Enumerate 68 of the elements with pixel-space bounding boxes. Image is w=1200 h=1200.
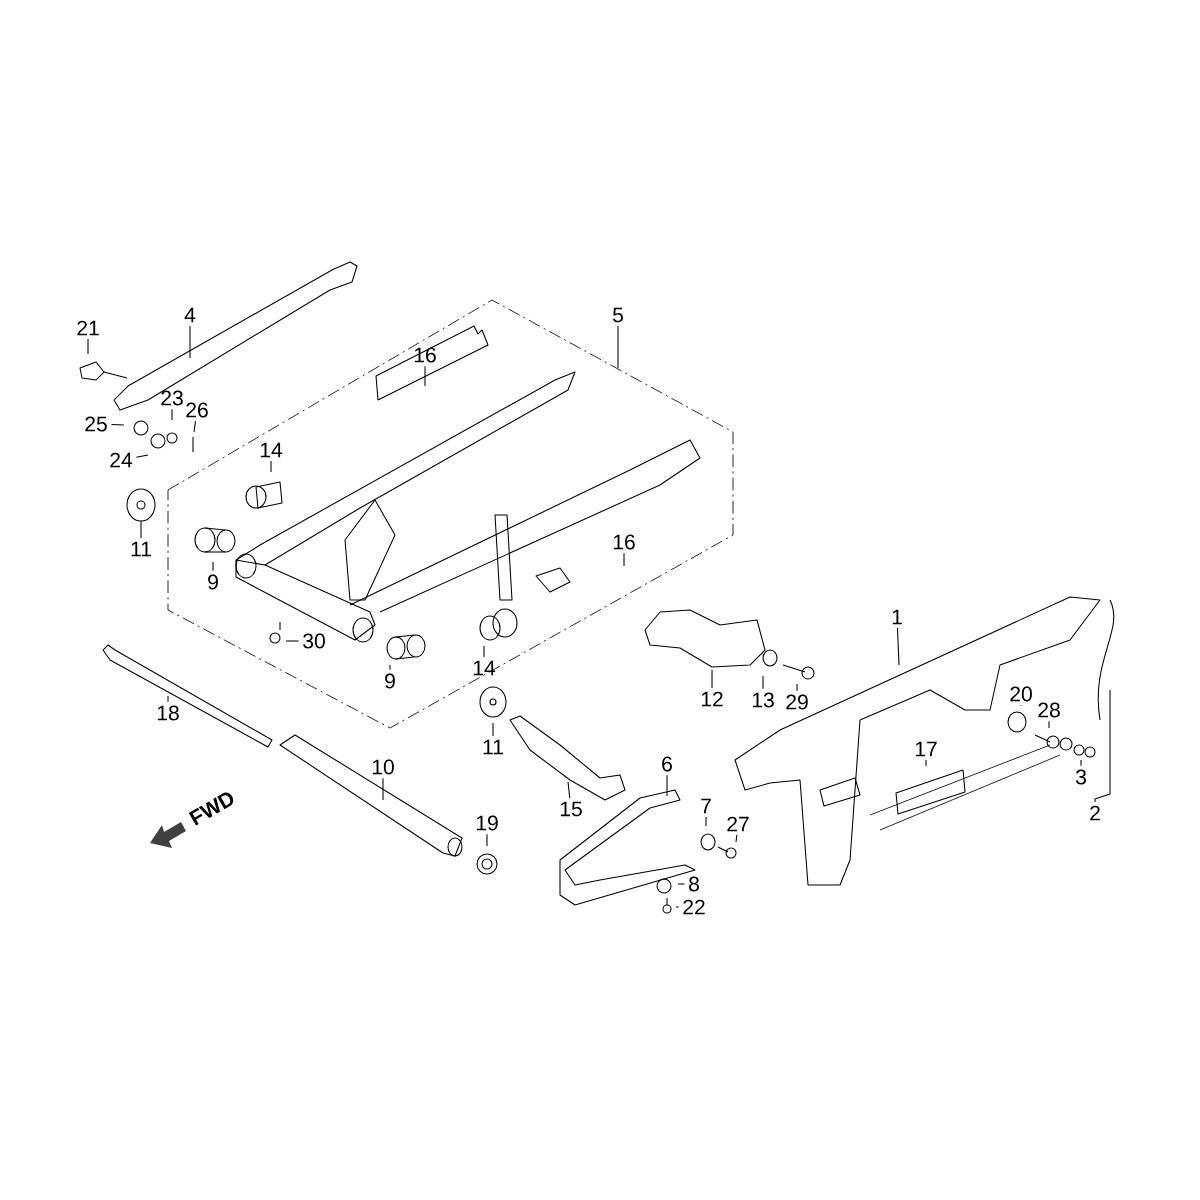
- callout-number: 28: [1038, 702, 1060, 718]
- leader-line: [623, 552, 625, 567]
- leader-line: [925, 759, 927, 767]
- callout-number: 1: [892, 609, 902, 625]
- callout-number: 13: [752, 692, 774, 708]
- callout-number: 2: [1090, 805, 1100, 821]
- callout-number: 19: [476, 815, 498, 831]
- leader-line: [486, 833, 488, 847]
- leader-line: [666, 774, 668, 797]
- leader-line: [675, 906, 680, 908]
- leader-line: [896, 627, 900, 666]
- callout-number: 26: [186, 402, 208, 418]
- callout-number: 16: [414, 347, 436, 363]
- callout-number: 20: [1010, 686, 1032, 702]
- leader-line: [492, 722, 494, 737]
- leader-line: [1094, 689, 1111, 803]
- leader-line: [796, 683, 798, 692]
- leader-line: [424, 365, 426, 387]
- leader-line: [1080, 759, 1082, 767]
- leader-line: [110, 424, 125, 426]
- leader-line: [1048, 720, 1050, 729]
- leader-line: [735, 834, 738, 843]
- callout-number: 9: [208, 574, 218, 590]
- callout-number: 12: [701, 691, 723, 707]
- callout-number: 24: [110, 452, 133, 468]
- callout-number: 8: [689, 876, 699, 892]
- leader-line: [762, 675, 764, 690]
- leader-line: [285, 640, 300, 642]
- leader-line: [677, 883, 685, 885]
- callout-number: 30: [303, 633, 325, 649]
- leader-line: [382, 777, 384, 801]
- callout-number: 29: [786, 694, 808, 710]
- leader-line: [705, 816, 707, 827]
- direction-label: FWD: [188, 792, 234, 826]
- leader-line: [270, 460, 272, 473]
- leader-line: [167, 695, 169, 703]
- callout-number: 23: [161, 390, 183, 406]
- callout-number: 10: [372, 759, 394, 775]
- callout-number: 16: [613, 534, 635, 550]
- callout-number: 5: [613, 307, 623, 323]
- leader-line: [483, 645, 485, 658]
- callout-number: 27: [727, 816, 749, 832]
- callout-number: 18: [157, 705, 179, 721]
- callout-number: 21: [77, 320, 99, 336]
- callout-number: 14: [260, 442, 283, 458]
- leader-line: [193, 420, 196, 433]
- callout-number: 9: [385, 673, 395, 689]
- leader-line: [617, 325, 619, 369]
- leader-line: [87, 338, 89, 355]
- leader-line: [567, 781, 571, 799]
- callout-number: 4: [184, 307, 196, 323]
- callout-number: 6: [662, 756, 672, 772]
- leader-line: [711, 669, 713, 689]
- callout-number: 7: [701, 798, 711, 814]
- callout-number: 11: [483, 739, 503, 755]
- leader-line: [135, 454, 149, 458]
- callout-number: 15: [560, 801, 582, 817]
- leader-line: [140, 520, 142, 539]
- callout-number: 17: [915, 741, 937, 757]
- callout-number: 11: [131, 541, 151, 557]
- leader-line: [212, 561, 214, 572]
- callout-number: 22: [683, 899, 705, 915]
- callout-number: 25: [85, 416, 107, 432]
- leader-line: [171, 408, 173, 421]
- leader-line: [189, 325, 191, 359]
- callout-number: 14: [473, 660, 496, 676]
- callout-number: 3: [1075, 769, 1086, 785]
- leader-line: [389, 664, 391, 671]
